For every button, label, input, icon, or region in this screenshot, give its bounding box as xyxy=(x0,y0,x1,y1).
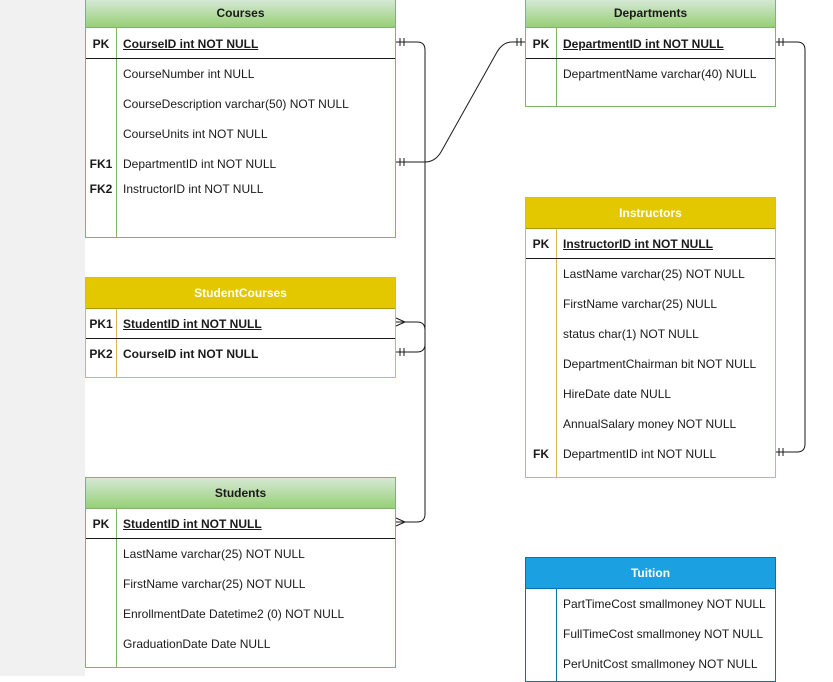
entity-title: Instructors xyxy=(526,198,775,229)
field-label: DepartmentID int NOT NULL xyxy=(563,37,724,51)
entity-title: Departments xyxy=(526,0,775,28)
field-label: LastName varchar(25) NOT NULL xyxy=(563,267,745,281)
marker-one-studentcourses-courseid xyxy=(399,348,405,356)
entity-title: Students xyxy=(86,478,395,509)
key-label: FK1 xyxy=(89,157,113,171)
field-label: EnrollmentDate Datetime2 (0) NOT NULL xyxy=(123,607,345,621)
entity-students[interactable]: Students PK StudentID int NOT NULL LastN… xyxy=(85,477,396,668)
field-label: CourseID int NOT NULL xyxy=(123,347,259,361)
field-label: PartTimeCost smallmoney NOT NULL xyxy=(563,597,766,611)
field-label: DepartmentName varchar(40) NULL xyxy=(563,67,757,81)
key-label: PK xyxy=(532,237,550,251)
field-label: DepartmentChairman bit NOT NULL xyxy=(563,357,757,371)
field-label: status char(1) NOT NULL xyxy=(563,327,699,341)
field-row[interactable]: status char(1) NOT NULL xyxy=(526,319,775,349)
field-label: PerUnitCost smallmoney NOT NULL xyxy=(563,657,758,671)
pk-row[interactable]: PK StudentID int NOT NULL xyxy=(86,509,395,539)
field-row[interactable]: HireDate date NULL xyxy=(526,379,775,409)
key-column-divider xyxy=(556,589,557,681)
marker-one-courses-courseid xyxy=(399,38,405,46)
key-column-divider xyxy=(556,229,557,477)
field-label: AnnualSalary money NOT NULL xyxy=(563,417,737,431)
pk-separator xyxy=(526,258,775,259)
field-row[interactable]: GraduationDate Date NULL xyxy=(86,629,395,659)
field-row[interactable]: FK DepartmentID int NOT NULL xyxy=(526,439,775,469)
marker-many-students-studentid xyxy=(395,517,407,527)
marker-one-departments-pk xyxy=(516,38,522,46)
marker-one-instructors-fk xyxy=(778,448,784,456)
entity-title: Courses xyxy=(86,0,395,28)
field-row[interactable]: FK1 DepartmentID int NOT NULL xyxy=(86,149,395,179)
field-row[interactable]: LastName varchar(25) NOT NULL xyxy=(86,539,395,569)
entity-title: Tuition xyxy=(526,558,775,589)
entity-instructors[interactable]: Instructors PK InstructorID int NOT NULL… xyxy=(525,197,776,478)
pk-row[interactable]: PK DepartmentID int NOT NULL xyxy=(526,29,775,59)
entity-departments[interactable]: Departments PK DepartmentID int NOT NULL… xyxy=(525,0,776,107)
field-label: StudentID int NOT NULL xyxy=(123,517,262,531)
field-label: HireDate date NULL xyxy=(563,387,672,401)
pk-separator xyxy=(526,58,775,59)
field-label: GraduationDate Date NULL xyxy=(123,637,271,651)
key-label: PK1 xyxy=(89,317,113,331)
field-label: DepartmentID int NOT NULL xyxy=(123,157,277,171)
field-label: CourseNumber int NULL xyxy=(123,67,255,81)
entity-title: StudentCourses xyxy=(86,278,395,309)
pk-row[interactable]: PK InstructorID int NOT NULL xyxy=(526,229,775,259)
field-label: FirstName varchar(25) NOT NULL xyxy=(123,577,306,591)
connector-students-studentcourses[interactable] xyxy=(396,321,426,523)
connector-courses-departments[interactable] xyxy=(396,41,525,163)
field-label: StudentID int NOT NULL xyxy=(123,317,262,331)
field-label: CourseDescription varchar(50) NOT NULL xyxy=(123,97,349,111)
field-row[interactable]: PerUnitCost smallmoney NOT NULL xyxy=(526,649,775,679)
field-row[interactable]: EnrollmentDate Datetime2 (0) NOT NULL xyxy=(86,599,395,629)
key-column-divider xyxy=(556,28,557,106)
key-column-divider xyxy=(116,28,117,237)
field-label: FullTimeCost smallmoney NOT NULL xyxy=(563,627,764,641)
pk-row[interactable]: PK CourseID int NOT NULL xyxy=(86,29,395,59)
marker-many-studentcourses-studentid xyxy=(395,317,407,327)
pk-separator xyxy=(86,538,395,539)
field-row[interactable]: FirstName varchar(25) NULL xyxy=(526,289,775,319)
field-row[interactable]: CourseUnits int NOT NULL xyxy=(86,119,395,149)
field-row[interactable]: DepartmentName varchar(40) NULL xyxy=(526,59,775,89)
field-label: InstructorID int NOT NULL xyxy=(563,237,713,251)
connector-departments-instructors[interactable] xyxy=(775,41,806,453)
field-label: FirstName varchar(25) NULL xyxy=(563,297,718,311)
key-label: PK xyxy=(532,37,550,51)
pk-row[interactable]: PK1 StudentID int NOT NULL xyxy=(86,309,395,339)
key-column-divider xyxy=(116,309,117,377)
canvas-left-gutter xyxy=(0,0,85,676)
entity-courses[interactable]: Courses PK CourseID int NOT NULL CourseN… xyxy=(85,0,396,238)
key-label: PK2 xyxy=(89,347,113,361)
key-column-divider xyxy=(116,509,117,667)
field-row[interactable]: DepartmentChairman bit NOT NULL xyxy=(526,349,775,379)
marker-one-courses-deptid xyxy=(399,158,405,166)
field-label: DepartmentID int NOT NULL xyxy=(563,447,717,461)
key-label: FK xyxy=(533,447,549,461)
pk-separator xyxy=(86,338,395,339)
connector-courses-studentcourses[interactable] xyxy=(396,41,426,353)
key-label: PK xyxy=(92,517,110,531)
field-label: InstructorID int NOT NULL xyxy=(123,182,264,196)
field-label: LastName varchar(25) NOT NULL xyxy=(123,547,305,561)
field-row[interactable]: FirstName varchar(25) NOT NULL xyxy=(86,569,395,599)
field-label: CourseUnits int NOT NULL xyxy=(123,127,268,141)
field-row[interactable]: FullTimeCost smallmoney NOT NULL xyxy=(526,619,775,649)
key-label: FK2 xyxy=(89,182,113,196)
field-row[interactable]: CourseDescription varchar(50) NOT NULL xyxy=(86,89,395,119)
entity-studentcourses[interactable]: StudentCourses PK1 StudentID int NOT NUL… xyxy=(85,277,396,378)
field-row[interactable]: LastName varchar(25) NOT NULL xyxy=(526,259,775,289)
field-row[interactable]: CourseNumber int NULL xyxy=(86,59,395,89)
key-label: PK xyxy=(92,37,110,51)
field-row[interactable]: PartTimeCost smallmoney NOT NULL xyxy=(526,589,775,619)
entity-tuition[interactable]: Tuition PartTimeCost smallmoney NOT NULL… xyxy=(525,557,776,682)
marker-one-departments-right xyxy=(778,38,784,46)
pk-row[interactable]: PK2 CourseID int NOT NULL xyxy=(86,339,395,369)
pk-separator xyxy=(86,58,395,59)
field-row[interactable]: FK2 InstructorID int NOT NULL xyxy=(86,174,395,204)
field-row[interactable]: AnnualSalary money NOT NULL xyxy=(526,409,775,439)
field-label: CourseID int NOT NULL xyxy=(123,37,259,51)
